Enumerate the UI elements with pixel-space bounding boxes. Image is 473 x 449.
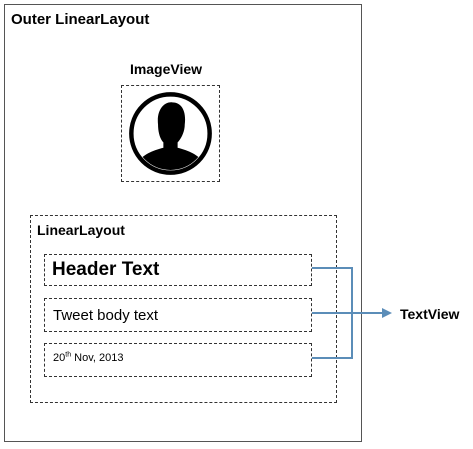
- date-rest: Nov, 2013: [71, 352, 124, 364]
- date-text: 20th Nov, 2013: [53, 351, 124, 364]
- inner-layout-title: LinearLayout: [37, 222, 125, 238]
- image-view-box: [121, 85, 220, 182]
- person-silhouette-icon: [129, 92, 212, 175]
- date-textview-box: [44, 343, 312, 377]
- body-textview-box: [44, 298, 312, 332]
- date-day: 20: [53, 352, 66, 364]
- image-view-label: ImageView: [129, 61, 203, 77]
- header-text: Header Text: [52, 259, 160, 280]
- arrowhead-icon: [382, 308, 392, 318]
- outer-linear-layout: [4, 4, 362, 442]
- tweet-body-text: Tweet body text: [53, 307, 159, 324]
- textview-label: TextView: [400, 306, 460, 322]
- header-textview-box: [44, 254, 312, 286]
- outer-layout-title: Outer LinearLayout: [11, 11, 150, 28]
- date-suffix: th: [65, 351, 72, 359]
